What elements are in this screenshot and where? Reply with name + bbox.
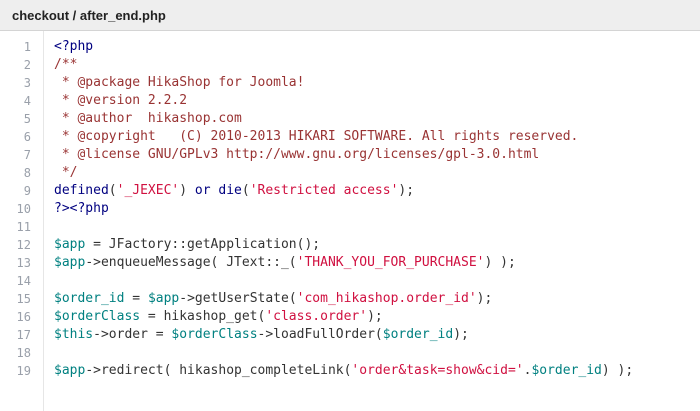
code-token-var: $order_id xyxy=(531,363,602,378)
line-number: 2 xyxy=(23,58,31,72)
line-number: 8 xyxy=(23,166,31,180)
line-number: 6 xyxy=(23,130,31,144)
line-number: 12 xyxy=(16,238,31,252)
line-number: 4 xyxy=(23,94,31,108)
line-number: 15 xyxy=(16,292,31,306)
code-token-pl: ) ); xyxy=(601,363,634,378)
code-line: * @author hikashop.com xyxy=(54,110,700,128)
code-line: * @license GNU/GPLv3 http://www.gnu.org/… xyxy=(54,146,700,164)
code-token-str: 'com_hikashop.order_id' xyxy=(296,291,477,306)
code-token-com: * @license GNU/GPLv3 http://www.gnu.org/… xyxy=(54,147,540,162)
code-token-pl: ); xyxy=(398,183,415,198)
line-number: 9 xyxy=(23,184,31,198)
code-token-pl: = hikashop_get( xyxy=(140,309,266,324)
code-token-pl: ->getUserState( xyxy=(179,291,297,306)
line-number: 16 xyxy=(16,310,31,324)
code-token-var: $orderClass xyxy=(171,327,258,342)
line-number: 14 xyxy=(16,274,31,288)
line-number: 11 xyxy=(16,220,31,234)
code-line: $this->order = $orderClass->loadFullOrde… xyxy=(54,326,700,344)
code-token-com: * @package HikaShop for Joomla! xyxy=(54,75,305,90)
code-token-pl: = xyxy=(124,291,148,306)
code-token-str: 'class.order' xyxy=(265,309,368,324)
code-token-com: * @version 2.2.2 xyxy=(54,93,188,108)
code-line xyxy=(54,218,700,236)
line-number: 5 xyxy=(23,112,31,126)
line-number: 10 xyxy=(16,202,31,216)
line-number: 1 xyxy=(23,40,31,54)
code-token-pl: ->loadFullOrder( xyxy=(257,327,383,342)
code-line: * @version 2.2.2 xyxy=(54,92,700,110)
code-token-str: '_JEXEC' xyxy=(116,183,180,198)
code-token-com: /** xyxy=(54,57,78,72)
code-token-var: $orderClass xyxy=(54,309,141,324)
code-line: $app->enqueueMessage( JText::_('THANK_YO… xyxy=(54,254,700,272)
code-token-str: 'THANK_YOU_FOR_PURCHASE' xyxy=(296,255,485,270)
file-header-bar: checkout / after_end.php xyxy=(0,0,700,31)
code-token-pl: ( xyxy=(241,183,250,198)
code-token-com: * @copyright (C) 2010-2013 HIKARI SOFTWA… xyxy=(54,129,579,144)
code-token-pl: ); xyxy=(367,309,383,324)
line-number: 18 xyxy=(16,346,31,360)
code-line: */ xyxy=(54,164,700,182)
code-token-str: 'order&task=show&cid=' xyxy=(351,363,524,378)
code-line: /** xyxy=(54,56,700,74)
code-token-var: $order_id xyxy=(382,327,454,342)
code-line: defined('_JEXEC') or die('Restricted acc… xyxy=(54,182,700,200)
code-token-kw: or xyxy=(194,183,211,198)
code-token-str: 'Restricted access' xyxy=(249,183,399,198)
code-token-tag: <?php xyxy=(54,39,94,54)
code-token-var: $app xyxy=(147,291,180,306)
code-line: * @package HikaShop for Joomla! xyxy=(54,74,700,92)
line-number: 17 xyxy=(16,328,31,342)
line-number: 3 xyxy=(23,76,31,90)
code-content: <?php /** * @package HikaShop for Joomla!… xyxy=(44,31,700,411)
code-line: <?php xyxy=(54,38,700,56)
code-token-tag: ?><?php xyxy=(54,201,109,216)
code-token-var: $this xyxy=(54,327,94,342)
code-line: * @copyright (C) 2010-2013 HIKARI SOFTWA… xyxy=(54,128,700,146)
code-token-var: $app xyxy=(54,363,86,378)
code-token-com: */ xyxy=(54,165,78,180)
code-line: $order_id = $app->getUserState('com_hika… xyxy=(54,290,700,308)
line-number: 7 xyxy=(23,148,31,162)
code-token-pl: ->redirect( hikashop_completeLink( xyxy=(85,363,352,378)
code-token-pl: = JFactory::getApplication(); xyxy=(85,237,321,252)
code-token-var: $order_id xyxy=(54,291,125,306)
code-token-pl: ->enqueueMessage( JText::_( xyxy=(85,255,297,270)
line-number: 19 xyxy=(16,364,31,378)
code-line: ?><?php xyxy=(54,200,700,218)
code-line: $app->redirect( hikashop_completeLink('o… xyxy=(54,362,700,380)
code-token-pl: ) xyxy=(179,183,195,198)
code-token-pl: ); xyxy=(453,327,469,342)
code-line xyxy=(54,272,700,290)
code-token-com: * @author hikashop.com xyxy=(54,111,242,126)
code-line: $orderClass = hikashop_get('class.order'… xyxy=(54,308,700,326)
code-token-var: $app xyxy=(54,237,86,252)
code-token-pl: ( xyxy=(108,183,117,198)
line-number: 13 xyxy=(16,256,31,270)
code-token-pl: ->order = xyxy=(93,327,172,342)
code-token-var: $app xyxy=(54,255,86,270)
code-line: $app = JFactory::getApplication(); xyxy=(54,236,700,254)
code-token-pl: . xyxy=(523,363,532,378)
code-token-pl: ) ); xyxy=(484,255,516,270)
code-token-kw: die xyxy=(218,183,242,198)
code-line xyxy=(54,344,700,362)
code-token-kw: defined xyxy=(54,183,109,198)
breadcrumb-file-path: checkout / after_end.php xyxy=(12,7,166,23)
code-token-pl: ); xyxy=(476,291,493,306)
